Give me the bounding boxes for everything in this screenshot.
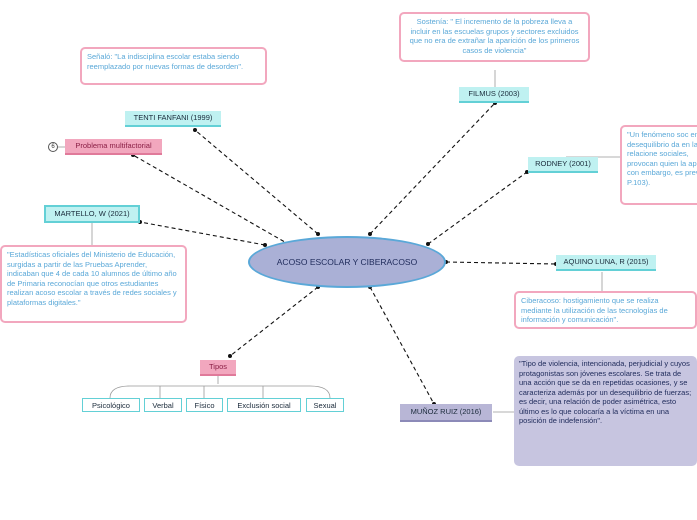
tipo-verbal[interactable]: Verbal (144, 398, 182, 412)
tipo-psicologico[interactable]: Psicológico (82, 398, 140, 412)
central-topic[interactable]: ACOSO ESCOLAR Y CIBERACOSO (248, 236, 446, 288)
link-filmus (369, 102, 496, 235)
topic-tipos[interactable]: Tipos (200, 360, 236, 376)
tipo-sexual[interactable]: Sexual (306, 398, 344, 412)
link-aquino (445, 261, 557, 265)
topic-martello[interactable]: MARTELLO, W (2021) (44, 205, 140, 223)
topic-munoz-ruiz[interactable]: MUÑOZ RUIZ (2016) (400, 404, 492, 422)
link-rodney (427, 171, 528, 245)
note-aquino-luna: Ciberacoso: hostigamiento que se realiza… (514, 291, 697, 329)
note-filmus: Sostenía: " El incremento de la pobreza … (399, 12, 590, 62)
badge-count: 6 (48, 142, 58, 152)
tipo-fisico[interactable]: Físico (186, 398, 223, 412)
link-munoz (369, 286, 435, 405)
topic-filmus[interactable]: FILMUS (2003) (459, 87, 529, 103)
note-martello: "Estadísticas oficiales del Ministerio d… (0, 245, 187, 323)
topic-problema-multifactorial[interactable]: Problema multifactorial (65, 139, 162, 155)
note-munoz-ruiz: "Tipo de violencia, intencionada, perjud… (514, 356, 697, 466)
link-tipos (229, 286, 319, 357)
topic-tenti-fanfani[interactable]: TENTI FANFANI (1999) (125, 111, 221, 127)
link-martello (139, 221, 266, 246)
note-rodney: "Un fenómeno soc en el desequilibrio da … (620, 125, 697, 205)
topic-aquino-luna[interactable]: AQUINO LUNA, R (2015) (556, 255, 656, 271)
link-tenti (194, 129, 319, 235)
topic-rodney[interactable]: RODNEY (2001) (528, 157, 598, 173)
tipo-exclusion-social[interactable]: Exclusión social (227, 398, 301, 412)
note-tenti-fanfani: Señaló: "La indisciplina escolar estaba … (80, 47, 267, 85)
link-problema (132, 154, 291, 246)
